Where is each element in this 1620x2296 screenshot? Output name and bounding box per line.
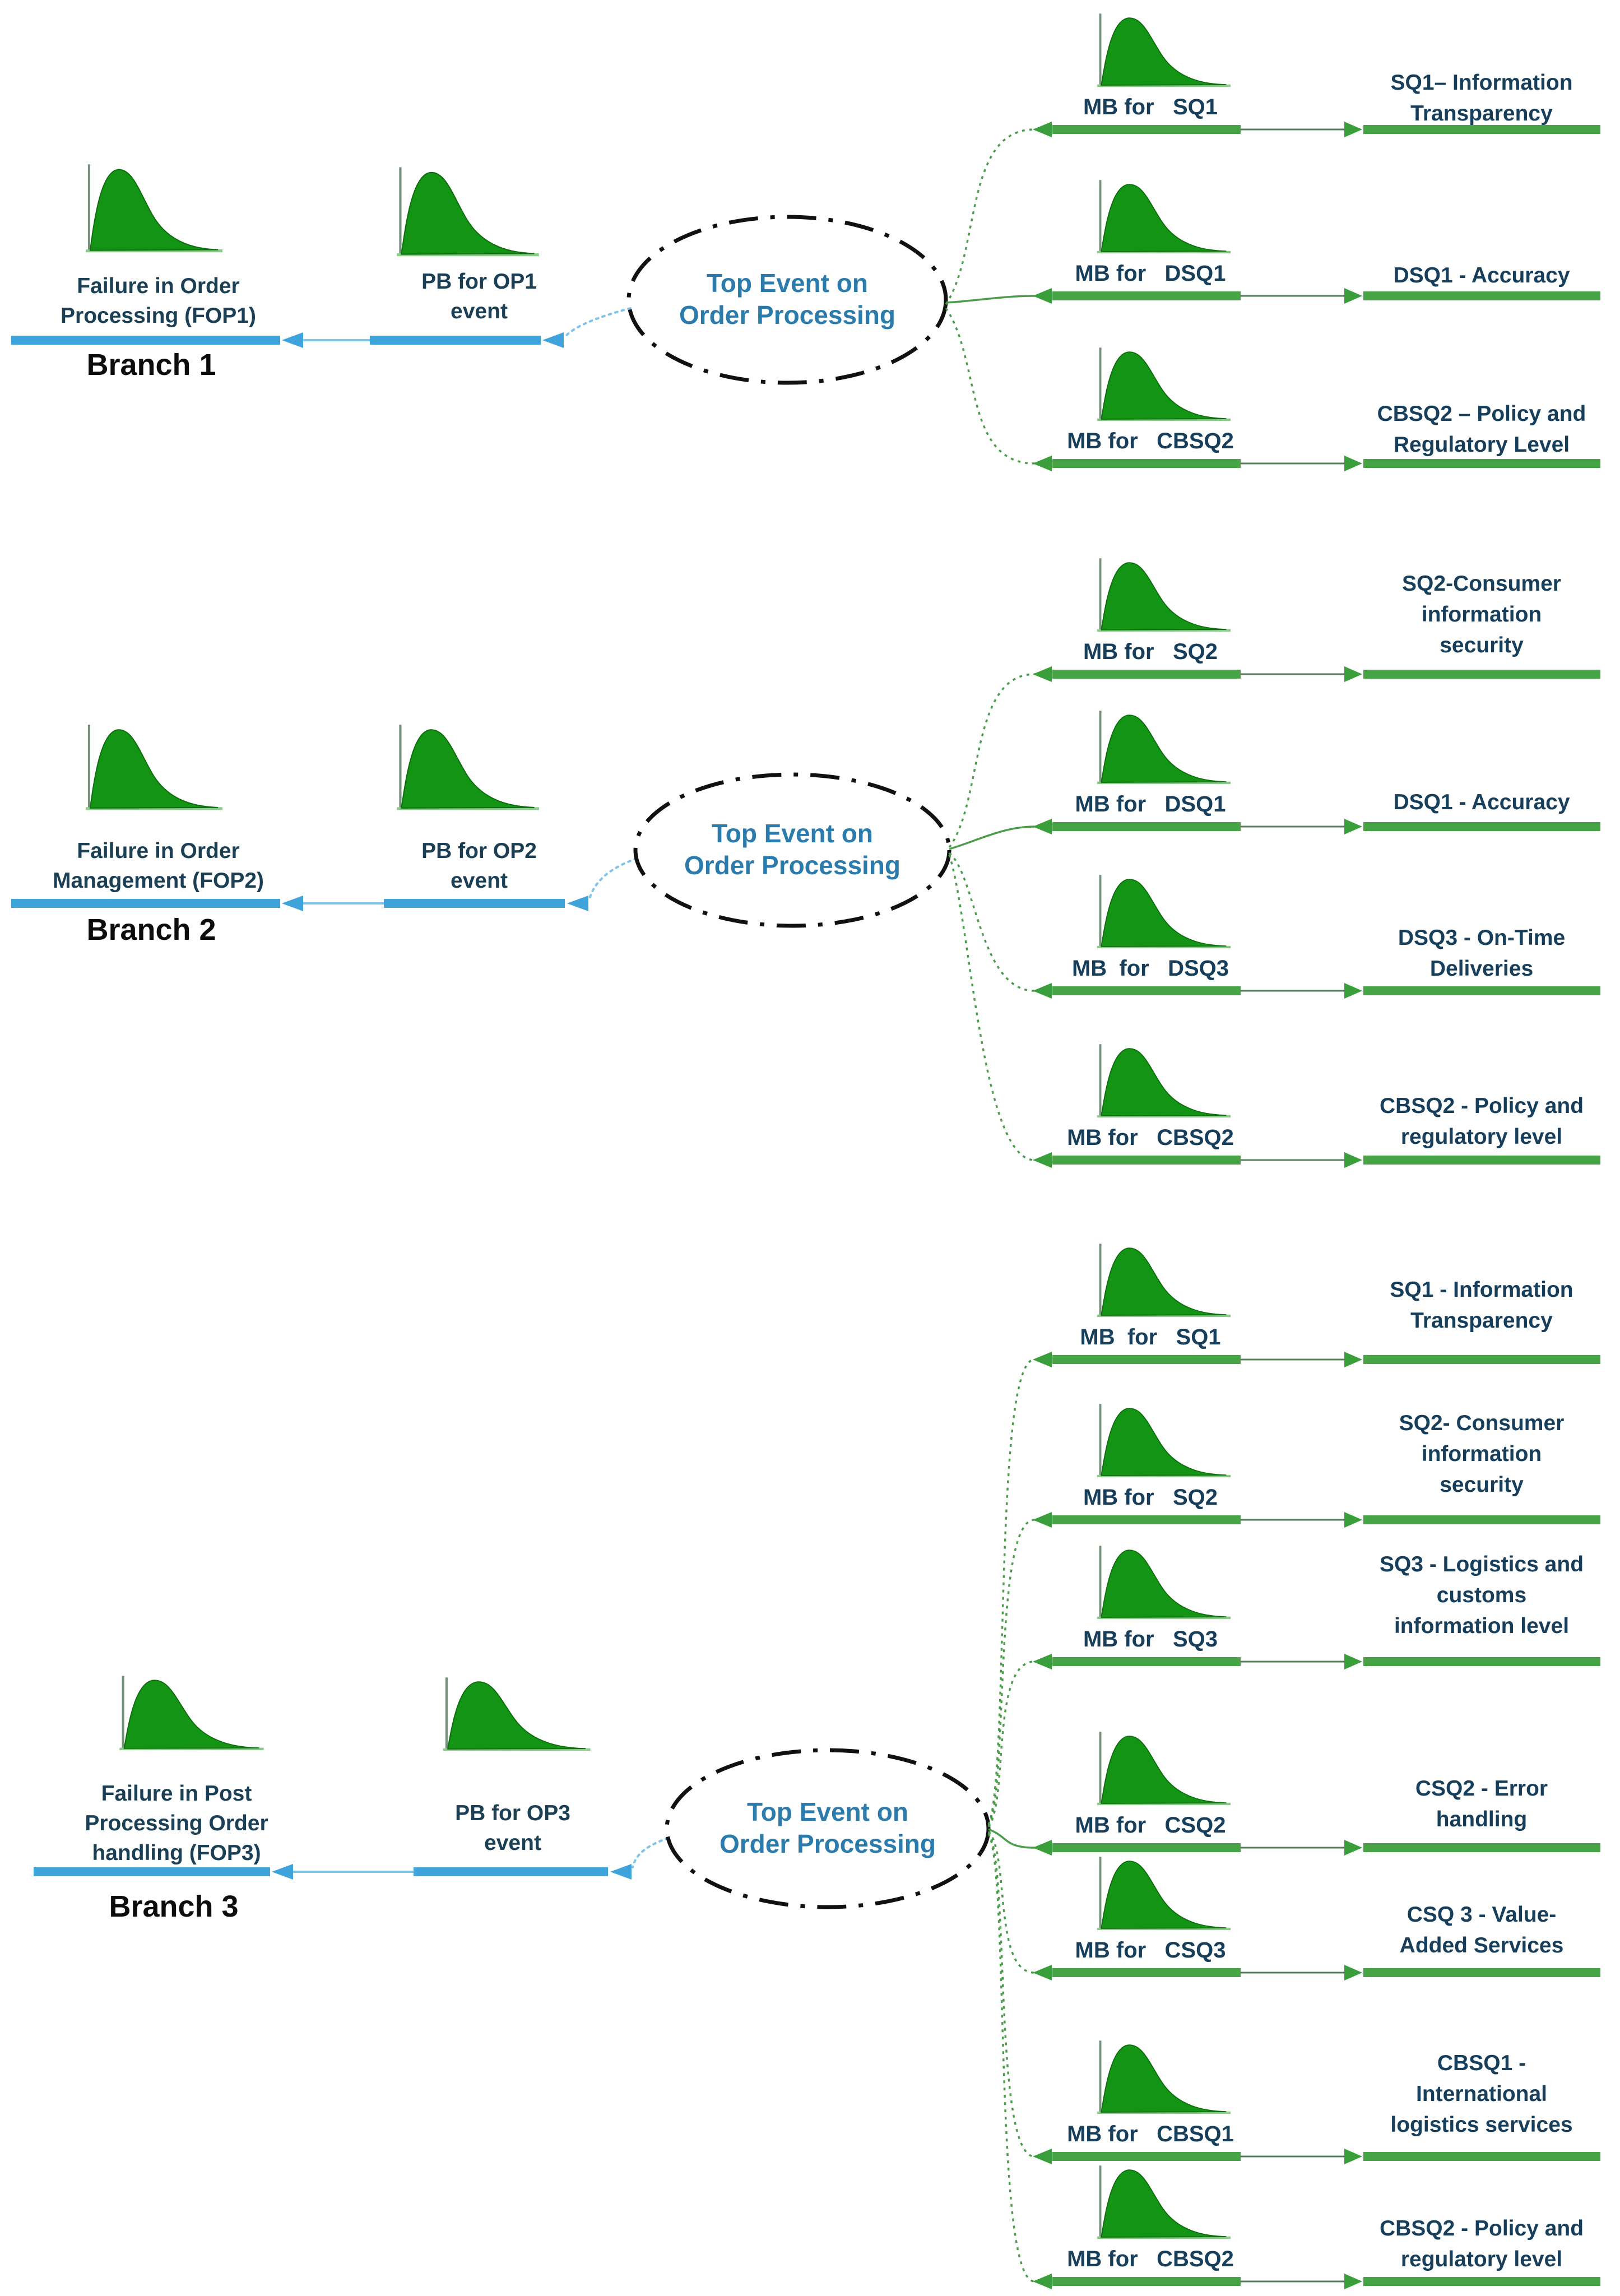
mb-row-graphics	[1033, 1732, 1600, 1856]
distribution-curve	[443, 1677, 591, 1750]
quality-factor-label: SQ3 - Logistics and customs information …	[1379, 1552, 1584, 1638]
top-event-label: Top Event on Order Processing	[679, 268, 896, 330]
branch3-graphics	[34, 1358, 1035, 2283]
distribution-curve	[119, 1676, 263, 1748]
top-event-ellipse	[665, 1748, 991, 1909]
quality-factor-label: DSQ1 - Accuracy	[1393, 790, 1570, 814]
quality-factor-label: DSQ3 - On-Time Deliveries	[1398, 926, 1566, 981]
mb-node-label: MB for DSQ3	[1071, 956, 1229, 981]
mb-row-graphics	[1033, 1044, 1600, 1168]
mb-node-label: MB for CSQ2	[1075, 1813, 1226, 1838]
distribution-curve	[397, 167, 539, 254]
quality-factor-label: CSQ2 - Error handling	[1415, 1776, 1548, 1831]
quality-factor-label: CSQ 3 - Value- Added Services	[1399, 1903, 1564, 1958]
mb-row-graphics	[1033, 711, 1600, 834]
mb-row-graphics	[1033, 180, 1600, 304]
arrow-left-icon	[282, 896, 303, 911]
top-event-to-mb-connector	[948, 852, 1035, 992]
pb-node-label: PB for OP1 event	[421, 270, 537, 323]
quality-factor-label: CBSQ2 – Policy and Regulatory Level	[1377, 402, 1586, 457]
top-event-to-mb-connector	[945, 128, 1035, 305]
branch2-graphics	[11, 673, 1035, 1161]
mb-row-graphics	[1033, 2165, 1600, 2289]
quality-factor-label: CBSQ1 - International logistics services	[1390, 2051, 1573, 2137]
failure-node-label: Failure in Post Processing Order handlin…	[85, 1782, 268, 1865]
top-event-to-pb-connector	[632, 1837, 669, 1868]
quality-factor-label: CBSQ2 - Policy and regulatory level	[1379, 2216, 1584, 2271]
mb-node-label: MB for CSQ3	[1075, 1938, 1226, 1963]
branch-title: Branch 1	[86, 348, 216, 382]
pb-node-label: PB for OP2 event	[421, 839, 537, 893]
mb-row-graphics	[1033, 875, 1600, 999]
top-event-to-mb-connector	[988, 1828, 1035, 1849]
quality-factor-label: SQ2- Consumer information security	[1399, 1411, 1565, 1497]
mb-row-graphics	[1033, 13, 1600, 137]
pb-node-label: PB for OP3 event	[455, 1801, 570, 1855]
mb-node-label: MB for SQ3	[1083, 1627, 1218, 1652]
top-event-to-mb-connector	[987, 1833, 1035, 2283]
mb-node-label: MB for SQ2	[1083, 639, 1218, 664]
top-event-to-mb-connector	[948, 854, 1035, 1161]
branch-title: Branch 2	[86, 913, 216, 947]
branch-title: Branch 3	[109, 1890, 239, 1923]
top-event-ellipse	[633, 772, 951, 928]
arrow-left-icon	[610, 1864, 632, 1880]
top-event-to-mb-connector	[987, 1832, 1035, 2158]
distribution-curve	[397, 725, 539, 809]
top-event-to-mb-connector	[948, 673, 1035, 848]
mb-node-label: MB for CBSQ1	[1067, 2122, 1234, 2146]
top-event-ellipse	[626, 215, 948, 385]
quality-factor-label: CBSQ2 - Policy and regulatory level	[1379, 1094, 1584, 1149]
mb-row-graphics	[1033, 2040, 1600, 2164]
mb-row-graphics	[1033, 1404, 1600, 1528]
mb-row-graphics	[1033, 1244, 1600, 1367]
top-event-to-mb-connector	[987, 1358, 1035, 1825]
distribution-curve	[86, 164, 222, 251]
top-event-to-mb-connector	[987, 1830, 1035, 1974]
quality-factor-label: SQ1 - Information Transparency	[1390, 1278, 1573, 1333]
mb-row-graphics	[1033, 1546, 1600, 1669]
branch1-graphics	[11, 128, 1035, 465]
top-event-to-mb-connector	[949, 825, 1035, 850]
quality-factor-label: SQ2-Consumer information security	[1402, 572, 1561, 657]
mb-node-label: MB for CBSQ2	[1067, 1125, 1234, 1150]
mb-node-label: MB for CBSQ2	[1067, 429, 1234, 453]
mb-node-label: MB for SQ1	[1083, 95, 1218, 119]
arrow-left-icon	[542, 332, 564, 348]
mb-node-label: MB for CBSQ2	[1067, 2247, 1234, 2271]
arrow-left-icon	[567, 896, 588, 911]
mb-node-label: MB for SQ1	[1080, 1325, 1221, 1349]
distribution-curve	[86, 725, 222, 809]
top-event-to-mb-connector	[987, 1519, 1035, 1826]
mb-row-graphics	[1033, 1857, 1600, 1980]
quality-factor-label: SQ1– Information Transparency	[1390, 71, 1573, 126]
top-event-to-mb-connector	[945, 295, 1035, 304]
mb-row-graphics	[1033, 558, 1600, 682]
top-event-to-pb-connector	[588, 857, 638, 900]
top-event-label: Top Event on Order Processing	[719, 1797, 936, 1858]
top-event-label: Top Event on Order Processing	[684, 819, 901, 880]
top-event-to-mb-connector	[945, 308, 1035, 465]
mb-row-graphics	[1033, 347, 1600, 471]
failure-node-label: Failure in Order Management (FOP2)	[52, 839, 264, 893]
mb-node-label: MB for SQ2	[1083, 1485, 1218, 1510]
mb-node-label: MB for DSQ1	[1075, 261, 1226, 286]
top-event-to-pb-connector	[564, 307, 632, 338]
quality-factor-label: DSQ1 - Accuracy	[1393, 263, 1570, 287]
arrow-left-icon	[282, 332, 303, 348]
arrow-left-icon	[272, 1864, 293, 1880]
failure-node-label: Failure in Order Processing (FOP1)	[61, 274, 256, 328]
top-event-to-mb-connector	[987, 1660, 1035, 1828]
mb-node-label: MB for DSQ1	[1075, 792, 1226, 817]
